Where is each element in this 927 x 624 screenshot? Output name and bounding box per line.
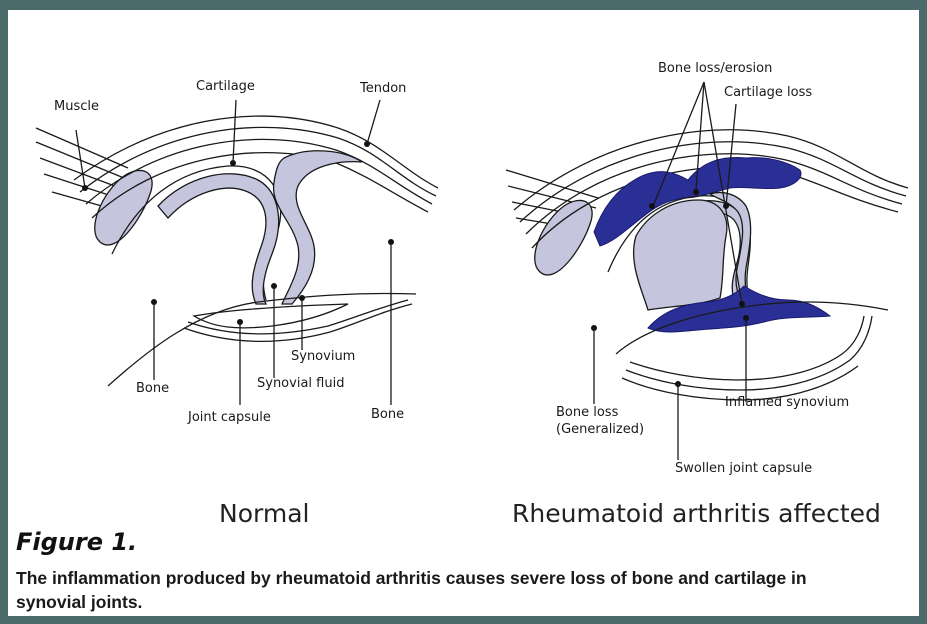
- label-synovial-fluid: Synovial fluid: [257, 376, 344, 391]
- label-bone-left: Bone: [136, 381, 169, 396]
- muscle-belly-ra: [535, 200, 592, 275]
- label-swollen-joint-capsule: Swollen joint capsule: [675, 461, 812, 476]
- joint-capsule: [194, 304, 348, 328]
- label-joint-capsule: Joint capsule: [187, 410, 271, 425]
- label-inflamed-synovium: Inflamed synovium: [725, 395, 849, 410]
- label-cartilage-loss: Cartilage loss: [724, 85, 812, 100]
- label-tendon: Tendon: [359, 81, 406, 96]
- title-affected: Rheumatoid arthritis affected: [512, 499, 881, 528]
- normal-joint: Muscle Cartilage Tendon Bone Synovium Sy…: [36, 79, 438, 528]
- cartilage-socket: [274, 151, 362, 304]
- label-bone-loss: Bone loss: [556, 405, 619, 420]
- joint-diagram: .ln { fill: none; stroke: #1a1a1a; strok…: [8, 10, 919, 616]
- affected-joint: Bone loss/erosion Cartilage loss Bone lo…: [506, 61, 908, 528]
- cartilage-head: [158, 174, 279, 304]
- label-muscle: Muscle: [54, 99, 99, 114]
- figure-caption: The inflammation produced by rheumatoid …: [16, 566, 836, 614]
- title-normal: Normal: [219, 499, 309, 528]
- label-bone-loss-erosion: Bone loss/erosion: [658, 61, 772, 76]
- label-cartilage: Cartilage: [196, 79, 255, 94]
- figure-label: Figure 1.: [16, 528, 137, 556]
- figure-frame: .ln { fill: none; stroke: #1a1a1a; strok…: [8, 10, 919, 616]
- label-synovium: Synovium: [291, 349, 355, 364]
- label-generalized: (Generalized): [556, 422, 644, 437]
- label-bone-right: Bone: [371, 407, 404, 422]
